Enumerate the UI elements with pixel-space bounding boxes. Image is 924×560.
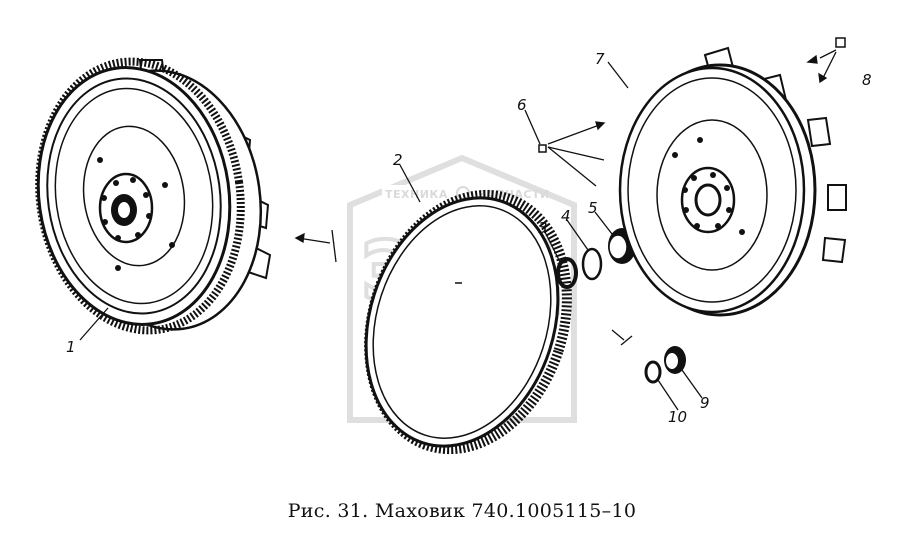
flywheel-part-7 (618, 46, 847, 317)
flywheel-part-1 (35, 57, 272, 335)
pin-part-8 (835, 37, 846, 48)
ring-gear-part-2 (364, 189, 572, 455)
bearing-part-9 (664, 346, 686, 374)
callout-8: 8 (862, 71, 872, 89)
callout-1: 1 (66, 338, 76, 356)
callout-7: 7 (595, 50, 605, 68)
callout-2: 2 (393, 151, 403, 169)
callout-6: 6 (517, 96, 527, 114)
callouts: 1 2 3 4 5 6 7 8 9 10 (66, 50, 872, 426)
callout-5: 5 (588, 199, 598, 217)
snap-ring-part-4 (581, 247, 603, 281)
figure-caption: Рис. 31. Маховик 740.1005115–10 (287, 500, 637, 522)
ring-part-3 (556, 257, 578, 289)
washer-part-10 (644, 360, 662, 384)
callout-3: 3 (538, 219, 548, 237)
callout-10: 10 (668, 408, 687, 426)
assembly-arrows (79, 49, 837, 411)
callout-4: 4 (561, 207, 571, 225)
pin-part-6 (538, 144, 547, 153)
callout-9: 9 (700, 394, 710, 412)
